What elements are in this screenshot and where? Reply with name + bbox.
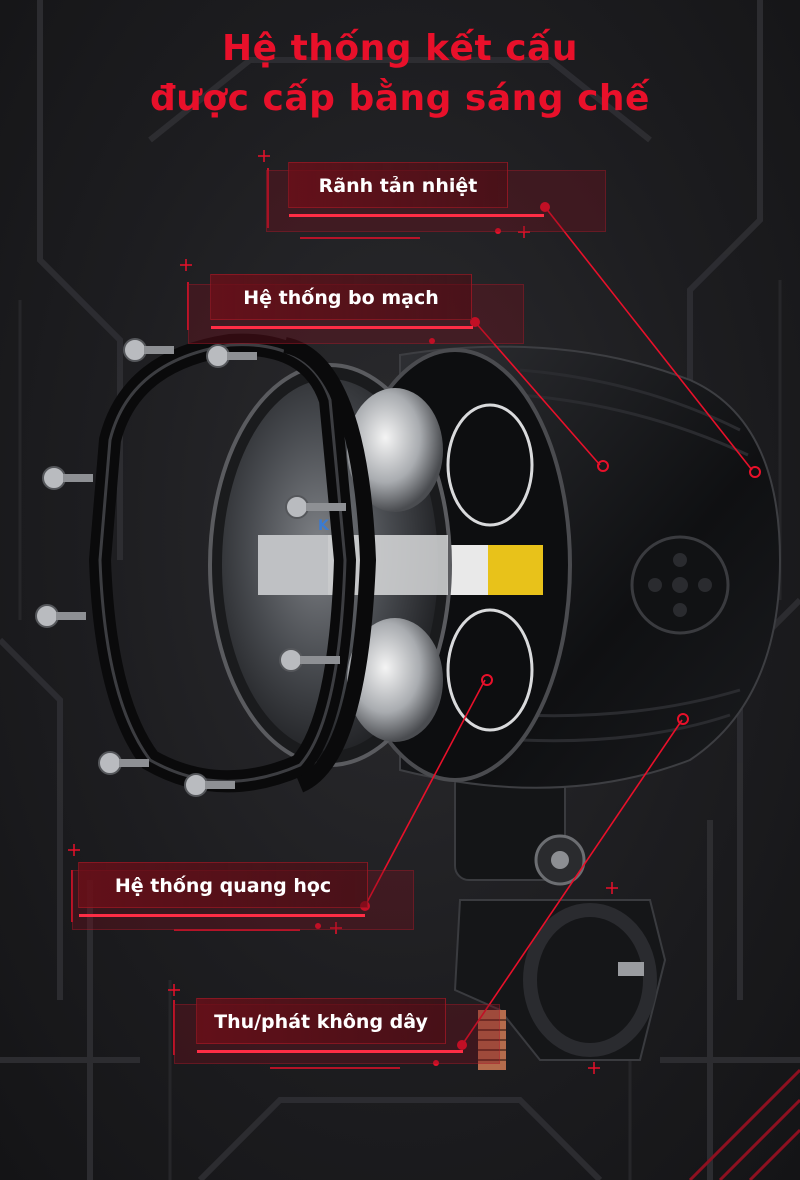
lens-logo-text: K xyxy=(318,518,330,534)
callout-label-text: Thu/phát không dây xyxy=(214,1011,428,1033)
callout-label-optical-system: Hệ thống quang học xyxy=(78,862,368,917)
headline-line-1: Hệ thống kết cấu xyxy=(222,28,578,69)
headline-line-2: được cấp bằng sáng chế xyxy=(150,78,650,119)
label-underline xyxy=(197,1050,463,1053)
label-underline xyxy=(79,914,365,917)
callout-label-heat-sink: Rãnh tản nhiệt xyxy=(288,162,544,217)
label-underline xyxy=(289,214,544,217)
label-underline xyxy=(211,326,473,329)
callout-label-wireless: Thu/phát không dây xyxy=(196,998,463,1053)
callout-label-text: Hệ thống quang học xyxy=(114,875,332,897)
mount-bracket xyxy=(453,769,667,1070)
callout-label-text: Hệ thống bo mạch xyxy=(243,287,439,309)
callout-label-text: Rãnh tản nhiệt xyxy=(318,175,478,197)
callout-label-circuit-board: Hệ thống bo mạch xyxy=(210,274,473,329)
screws xyxy=(35,338,346,797)
